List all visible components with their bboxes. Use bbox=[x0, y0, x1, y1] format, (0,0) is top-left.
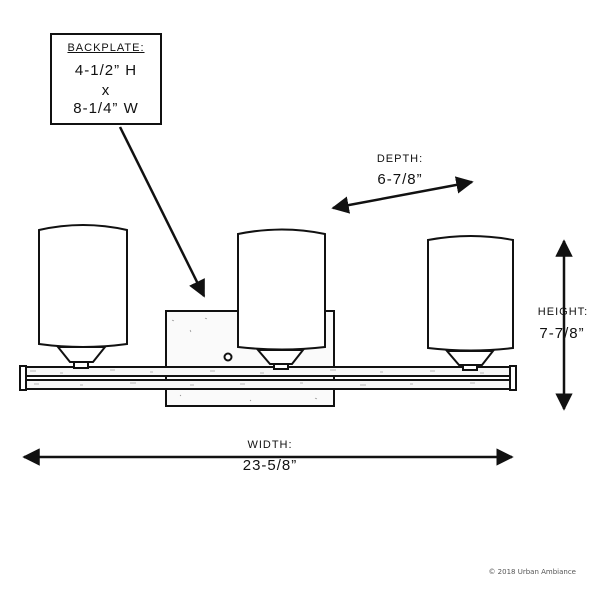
shade-left bbox=[38, 224, 128, 348]
backplate-screw bbox=[223, 352, 233, 362]
backplate-dimension-box: BACKPLATE: 4-1/2” H x 8-1/4” W bbox=[50, 33, 162, 125]
height-label: HEIGHT: bbox=[537, 306, 589, 318]
bar-left-end-cap bbox=[19, 365, 27, 391]
holder-right bbox=[444, 350, 496, 366]
backplate-separator: x bbox=[101, 82, 111, 99]
shade-right bbox=[427, 235, 514, 352]
shade-middle bbox=[237, 228, 326, 351]
light-fixture-drawing bbox=[19, 224, 517, 407]
depth-arrow bbox=[331, 176, 474, 214]
backplate-height: 4-1/2” H bbox=[74, 62, 138, 79]
depth-label: DEPTH: bbox=[376, 153, 424, 165]
height-value: 7-7/8” bbox=[539, 325, 585, 342]
holder-left bbox=[55, 346, 108, 363]
backplate-pointer-arrow bbox=[118, 126, 206, 298]
backplate-title: BACKPLATE: bbox=[67, 42, 145, 54]
width-label: WIDTH: bbox=[247, 439, 293, 451]
holder-middle bbox=[255, 349, 306, 365]
depth-value: 6-7/8” bbox=[377, 171, 423, 188]
copyright-text: © 2018 Urban Ambiance bbox=[488, 568, 576, 576]
fixture-bar-top bbox=[23, 366, 513, 377]
width-value: 23-5/8” bbox=[242, 457, 298, 474]
backplate-width: 8-1/4” W bbox=[73, 100, 139, 117]
bar-right-end-cap bbox=[509, 365, 517, 391]
fixture-bar-bottom bbox=[23, 379, 513, 390]
